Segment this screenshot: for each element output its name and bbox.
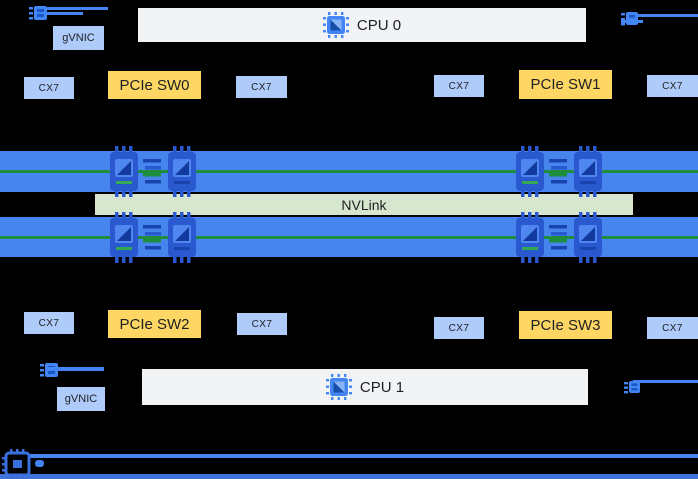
cx7-nic-box: CX7 bbox=[237, 313, 287, 335]
cx7-label: CX7 bbox=[662, 322, 683, 334]
cx7-nic-box: CX7 bbox=[647, 75, 698, 97]
gpu-chip-icon bbox=[110, 212, 138, 263]
nvlink-label: NVLink bbox=[341, 196, 387, 213]
cx7-label: CX7 bbox=[448, 322, 470, 334]
cpu1-label: CPU 1 bbox=[359, 378, 405, 396]
nvlink-rail-line bbox=[0, 236, 698, 239]
cx7-nic-box: CX7 bbox=[24, 312, 74, 334]
cpu0-label: CPU 0 bbox=[356, 16, 402, 34]
link-cap bbox=[35, 460, 44, 467]
gpu-chip-icon bbox=[574, 212, 602, 263]
pcie-switch1-box: PCIe SW1 bbox=[519, 70, 612, 99]
gvnic-label: gVNIC bbox=[64, 393, 98, 405]
memory-stack-icon bbox=[549, 224, 567, 249]
cx7-nic-box: CX7 bbox=[434, 75, 484, 97]
cx7-label: CX7 bbox=[251, 318, 273, 330]
nic-icon bbox=[29, 6, 47, 20]
gpu-chip-icon bbox=[168, 146, 196, 197]
cx7-nic-box: CX7 bbox=[236, 76, 287, 98]
pcie-switch0-label: PCIe SW0 bbox=[119, 76, 190, 94]
memory-stack-icon bbox=[143, 224, 161, 249]
memory-stack-icon bbox=[549, 158, 567, 183]
network-link-line bbox=[47, 12, 83, 15]
pcie-switch3-label: PCIe SW3 bbox=[530, 316, 601, 334]
gpu-cluster bbox=[516, 212, 602, 263]
gpu-chip-icon bbox=[516, 146, 544, 197]
network-link-line bbox=[47, 7, 108, 10]
network-link-line bbox=[633, 380, 698, 383]
network-rail-line bbox=[0, 474, 698, 479]
gpu-chip-icon bbox=[574, 146, 602, 197]
network-link-line bbox=[46, 367, 104, 371]
cx7-label: CX7 bbox=[38, 82, 60, 94]
gpu-cluster bbox=[110, 146, 196, 197]
pcie-switch1-label: PCIe SW1 bbox=[530, 76, 601, 93]
cx7-label: CX7 bbox=[448, 80, 470, 92]
cpu1-box: CPU 1 bbox=[142, 369, 588, 405]
gvnic-label: gVNIC bbox=[62, 32, 95, 44]
chip-icon bbox=[2, 449, 31, 479]
gpu-chip-icon bbox=[516, 212, 544, 263]
gpu-cluster bbox=[110, 212, 196, 263]
gpu-chip-icon bbox=[110, 146, 138, 197]
network-link-line bbox=[630, 14, 698, 17]
cx7-label: CX7 bbox=[251, 81, 272, 93]
cx7-nic-box: CX7 bbox=[434, 317, 484, 339]
nvlink-rail-line bbox=[0, 170, 698, 173]
cx7-label: CX7 bbox=[38, 317, 60, 329]
cx7-label: CX7 bbox=[662, 80, 683, 92]
network-link-line bbox=[621, 20, 643, 23]
cx7-nic-box: CX7 bbox=[24, 77, 74, 99]
gpu-chip-icon bbox=[168, 212, 196, 263]
gvnic-box: gVNIC bbox=[57, 387, 105, 411]
pcie-switch3-box: PCIe SW3 bbox=[519, 311, 612, 339]
cpu0-box: CPU 0 bbox=[138, 8, 586, 42]
gpu-cluster bbox=[516, 146, 602, 197]
cx7-nic-box: CX7 bbox=[647, 317, 698, 339]
gvnic-box: gVNIC bbox=[53, 26, 104, 50]
nvlink-box: NVLink bbox=[95, 194, 633, 215]
memory-stack-icon bbox=[143, 158, 161, 183]
cpu-chip-icon bbox=[325, 374, 352, 400]
pcie-switch2-box: PCIe SW2 bbox=[108, 310, 201, 338]
cpu-chip-icon bbox=[322, 12, 349, 38]
nic-icon bbox=[624, 381, 640, 394]
network-rail-line bbox=[30, 454, 698, 458]
pcie-switch2-label: PCIe SW2 bbox=[119, 315, 190, 333]
pcie-switch0-box: PCIe SW0 bbox=[108, 71, 201, 99]
